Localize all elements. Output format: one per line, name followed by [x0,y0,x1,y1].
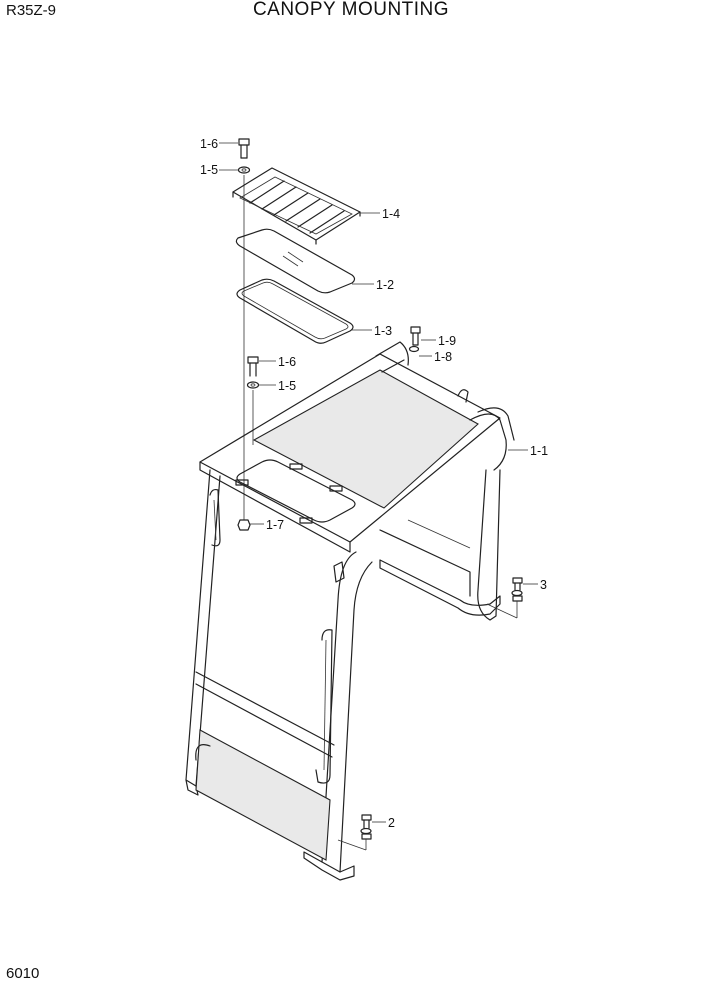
callout-1-4: 1-4 [382,207,400,221]
washer-1-5-top [237,166,251,174]
callout-1-7: 1-7 [266,518,284,532]
sun-cover-1-4 [232,167,361,245]
callout-1-5-mid: 1-5 [278,379,296,393]
callout-1-9: 1-9 [438,334,456,348]
model-code: R35Z-9 [6,2,57,19]
washer-1-5-mid [246,381,260,389]
callout-1-6-mid: 1-6 [278,355,296,369]
page-number: 6010 [6,965,40,982]
callout-2: 2 [388,816,395,830]
canopy-frame-1-1 [185,341,515,881]
washer-1-8 [408,345,420,353]
callout-1-2: 1-2 [376,278,394,292]
leader-lines [219,142,538,823]
seal-1-3 [236,278,354,344]
bolt-1-6-top [238,138,250,159]
callout-3: 3 [540,578,547,592]
callout-1-8: 1-8 [434,350,452,364]
callout-1-5-top: 1-5 [200,163,218,177]
bolt-1-9 [410,326,421,346]
nut-1-7 [237,519,251,531]
glass-1-2 [235,228,356,294]
callout-1-3: 1-3 [374,324,392,338]
callout-1-1: 1-1 [530,444,548,458]
callout-1-6-top: 1-6 [200,137,218,151]
bolt-3 [486,577,523,619]
bolt-1-6-mid [247,356,259,377]
bolt-2 [337,814,372,851]
page-title: CANOPY MOUNTING [252,0,450,20]
